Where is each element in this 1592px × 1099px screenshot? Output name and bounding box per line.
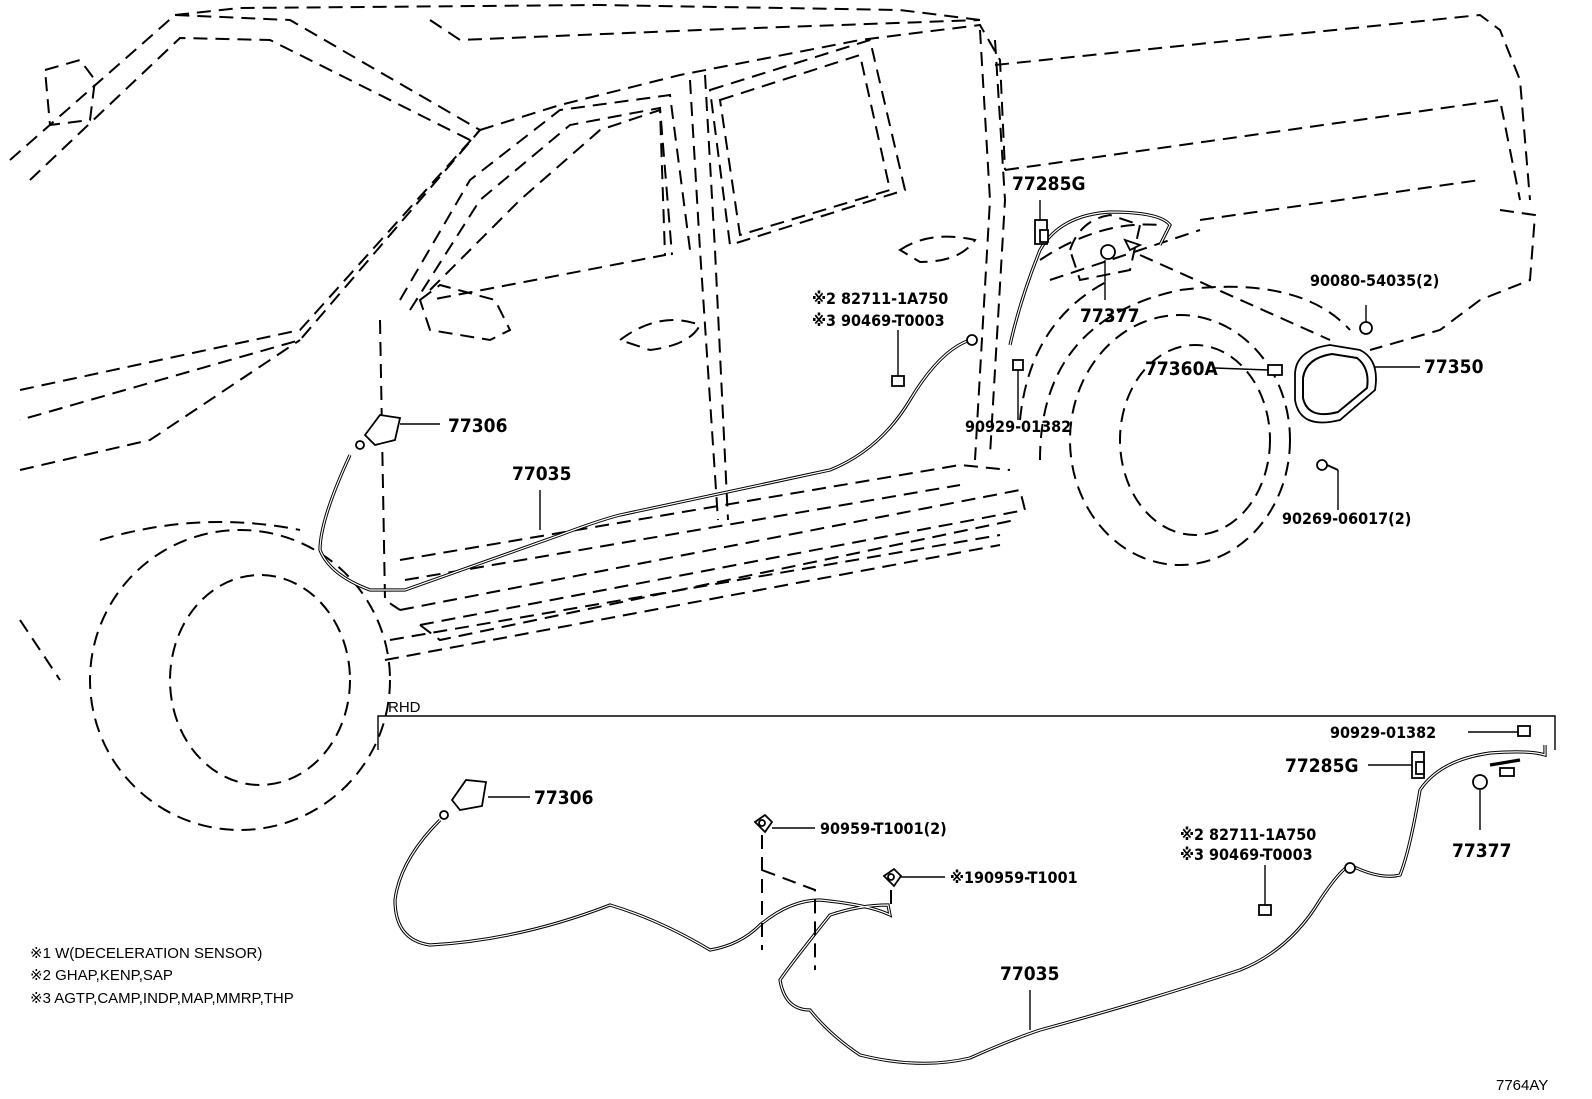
footnotes: ※1 W(DECELERATION SENSOR) ※2 GHAP,KENP,S… bbox=[30, 945, 294, 1007]
diagram-id: 7764AY bbox=[1496, 1077, 1548, 1094]
grommet-main bbox=[966, 334, 978, 346]
footnote-3: ※3 AGTP,CAMP,INDP,MAP,MMRP,THP bbox=[30, 990, 294, 1007]
label-90080: 90080-54035(2) bbox=[1310, 271, 1439, 290]
rhd-labels: 77306 90959-T1001(2) ※190959-T1001 ※2 82… bbox=[534, 723, 1511, 985]
clamp-90469-main bbox=[891, 375, 905, 387]
footnote-1: ※1 W(DECELERATION SENSOR) bbox=[30, 945, 262, 962]
main-view-parts bbox=[318, 200, 1420, 592]
lock-77377-main bbox=[1100, 238, 1143, 260]
fuel-door-77350 bbox=[1294, 344, 1377, 424]
rhd-label: RHD bbox=[388, 699, 421, 716]
label-77350: 77350 bbox=[1424, 356, 1484, 378]
label-90269: 90269-06017(2) bbox=[1282, 509, 1411, 528]
label-77360A: 77360A bbox=[1145, 358, 1218, 380]
vehicle-outline bbox=[9, 3, 1537, 831]
clip-90959-rhd-b bbox=[882, 867, 903, 888]
opener-lever-77306-rhd bbox=[439, 779, 488, 820]
label-77285G-main: 77285G bbox=[1012, 173, 1086, 195]
bushing-90080 bbox=[1359, 321, 1373, 335]
screw-90269 bbox=[1316, 459, 1339, 471]
clip-90959-rhd-a bbox=[753, 813, 774, 834]
holder-77285G-rhd bbox=[1411, 751, 1425, 779]
grommet-rhd bbox=[1344, 862, 1356, 874]
opener-lever-77306-main bbox=[355, 414, 402, 450]
label-77035-rhd: 77035 bbox=[1000, 963, 1059, 985]
label-90959-a: 90959-T1001(2) bbox=[820, 819, 947, 838]
lock-77377-rhd bbox=[1472, 767, 1515, 790]
label-77377-rhd: 77377 bbox=[1452, 840, 1511, 862]
label-77306-rhd: 77306 bbox=[534, 787, 593, 809]
label-82711-main: ※2 82711-1A750 bbox=[812, 289, 948, 308]
main-cable-77035 bbox=[318, 338, 971, 592]
label-77035-main: 77035 bbox=[512, 463, 571, 485]
clip-90929-rhd bbox=[1517, 725, 1531, 737]
label-77285G-rhd: 77285G bbox=[1285, 755, 1359, 777]
label-90929-main: 90929-01382 bbox=[965, 417, 1071, 436]
label-90959-b: ※190959-T1001 bbox=[950, 868, 1078, 887]
clip-90929-main bbox=[1012, 359, 1024, 371]
holder-77285G-main bbox=[1034, 219, 1049, 245]
label-90469-main: ※3 90469-T0003 bbox=[812, 311, 945, 330]
label-90929-rhd: 90929-01382 bbox=[1330, 723, 1436, 742]
rhd-section: RHD bbox=[377, 699, 1556, 1065]
label-82711-rhd: ※2 82711-1A750 bbox=[1180, 825, 1316, 844]
hinge-77360A bbox=[1267, 364, 1283, 376]
label-77377-main: 77377 bbox=[1080, 305, 1139, 327]
label-77306-main: 77306 bbox=[448, 415, 507, 437]
footnote-2: ※2 GHAP,KENP,SAP bbox=[30, 967, 173, 984]
label-90469-rhd: ※3 90469-T0003 bbox=[1180, 845, 1313, 864]
main-view-labels: 77285G 77377 90080-54035(2) 77360A 77350… bbox=[448, 173, 1484, 528]
clamp-90469-rhd bbox=[1258, 904, 1272, 916]
